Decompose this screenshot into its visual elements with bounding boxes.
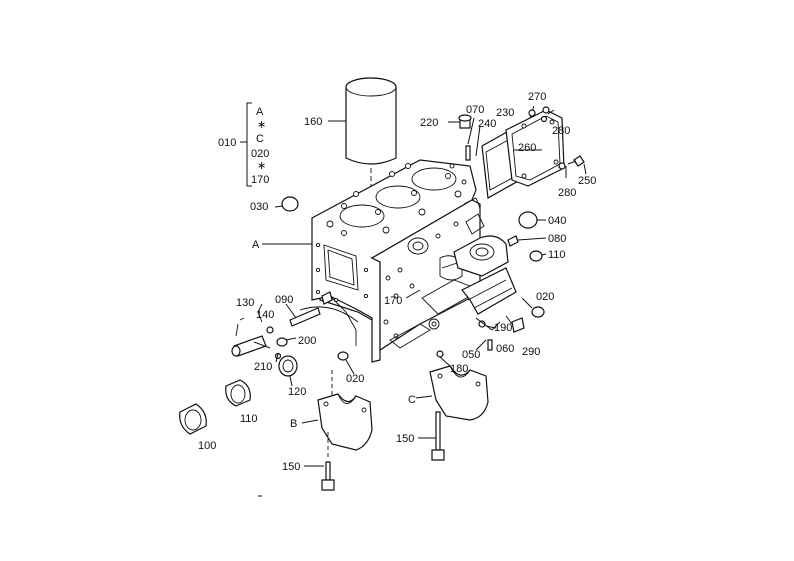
label-030-top: 030 — [250, 201, 268, 213]
label-A: A — [252, 239, 260, 251]
label-C: C — [408, 394, 416, 406]
top-plugs — [448, 114, 481, 161]
label-180: 180 — [450, 363, 468, 375]
leader-lines — [258, 243, 533, 497]
part-labels: 030 A 130 140 090 200 210 120 110 100 02… — [198, 91, 596, 473]
front-cover — [453, 197, 509, 277]
label-150-right: 150 — [396, 433, 414, 445]
group-item-3: C — [256, 133, 264, 145]
bearing-cap-b — [301, 370, 373, 491]
label-130: 130 — [236, 297, 254, 309]
block-plugs — [274, 196, 547, 361]
label-020-bottom: 020 — [346, 373, 364, 385]
label-270: 270 — [528, 91, 546, 103]
label-060: 060 — [496, 343, 514, 355]
label-220: 220 — [420, 117, 438, 129]
label-280-bottom: 280 — [558, 187, 576, 199]
label-100: 100 — [198, 440, 216, 452]
right-small-parts — [436, 315, 525, 367]
label-110-left: 110 — [240, 413, 258, 425]
label-200: 200 — [298, 335, 316, 347]
label-160: 160 — [304, 116, 322, 128]
group-item-2: ∗ — [257, 119, 266, 131]
group-item-1: A — [256, 106, 264, 118]
label-140: 140 — [256, 309, 274, 321]
label-150-left: 150 — [282, 461, 300, 473]
label-120: 120 — [288, 386, 306, 398]
label-290: 290 — [522, 346, 540, 358]
label-040: 040 — [548, 215, 566, 227]
cylinder-block — [299, 159, 517, 363]
label-210: 210 — [254, 361, 272, 373]
label-090: 090 — [275, 294, 293, 306]
label-260: 260 — [518, 142, 536, 154]
cover-bolts — [528, 106, 587, 178]
label-070: 070 — [466, 104, 484, 116]
label-280-top: 280 — [552, 125, 570, 137]
group-item-5: ∗ — [257, 160, 266, 172]
bushing-parts — [179, 303, 321, 435]
label-020-right: 020 — [536, 291, 554, 303]
label-170: 170 — [384, 295, 402, 307]
label-240: 240 — [478, 118, 496, 130]
bearing-cap-c — [415, 365, 489, 461]
label-230: 230 — [496, 107, 514, 119]
label-110-right: 110 — [548, 249, 566, 261]
group-bracket: 010 A ∗ C 020 ∗ 170 — [218, 102, 269, 187]
group-item-6: 170 — [251, 174, 269, 186]
group-item-4: 020 — [251, 148, 269, 160]
cylinder-liner: 160 — [304, 77, 397, 222]
label-B: B — [290, 418, 297, 430]
label-080: 080 — [548, 233, 566, 245]
label-050: 050 — [462, 349, 480, 361]
label-190: 190 — [494, 322, 512, 334]
group-ref-label: 010 — [218, 137, 236, 149]
label-250: 250 — [578, 175, 596, 187]
